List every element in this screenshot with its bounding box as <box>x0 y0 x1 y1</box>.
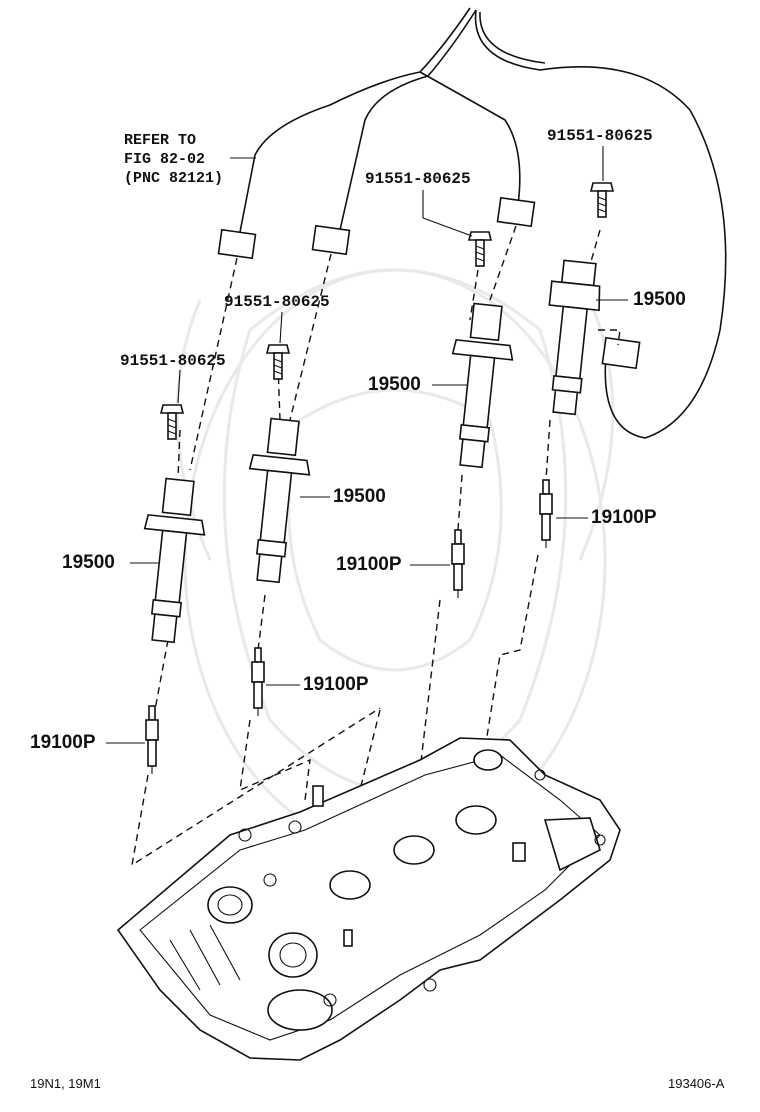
footer-figure-id: 193406-A <box>668 1076 725 1091</box>
coil-label-2: 19500 <box>333 486 386 507</box>
connectors <box>217 196 641 370</box>
cylinder-head-cover <box>116 737 621 1061</box>
coil-label-1: 19500 <box>62 552 115 573</box>
bolts <box>159 182 615 440</box>
bolt-label-2: 91551-80625 <box>224 293 330 311</box>
refer-note: REFER TO FIG 82-02 (PNC 82121) <box>124 131 223 188</box>
coil-label-4: 19500 <box>633 289 686 310</box>
coil-label-3: 19500 <box>368 374 421 395</box>
bolt-label-3: 91551-80625 <box>365 170 471 188</box>
plug-label-3: 19100P <box>336 554 402 575</box>
footer-model-codes: 19N1, 19M1 <box>30 1076 101 1091</box>
bolt-label-4: 91551-80625 <box>547 127 653 145</box>
plug-label-4: 19100P <box>591 507 657 528</box>
bolt-label-1: 91551-80625 <box>120 352 226 370</box>
ignition-coils <box>143 259 601 644</box>
plug-label-1: 19100P <box>30 732 96 753</box>
assembly-lines <box>131 225 621 867</box>
refer-line-3: (PNC 82121) <box>124 170 224 187</box>
spark-plugs <box>145 479 553 774</box>
wire-harness <box>230 7 727 439</box>
refer-line-2: FIG 82-02 <box>124 151 206 168</box>
refer-line-1: REFER TO <box>124 132 197 149</box>
leader-lines <box>106 146 628 744</box>
plug-label-2: 19100P <box>303 674 369 695</box>
